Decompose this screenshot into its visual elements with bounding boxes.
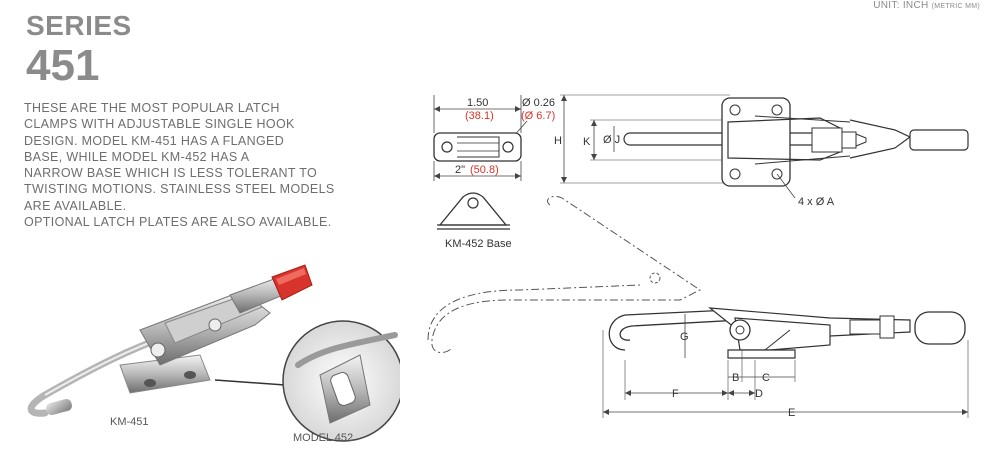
dim-d: D xyxy=(755,388,763,400)
km452-base-label: KM-452 Base xyxy=(445,238,512,250)
dim-spacing-in: 2" xyxy=(455,164,465,176)
holes-label: 4 x Ø A xyxy=(798,196,835,208)
description-line: BASE, WHILE MODEL KM-452 HAS A xyxy=(24,149,250,164)
series-label: SERIES xyxy=(26,10,132,41)
side-view-drawing: G B C F D E xyxy=(427,195,969,419)
description-line: OPTIONAL LATCH PLATES ARE ALSO AVAILABLE… xyxy=(24,215,332,230)
dim-hole-mm: (Ø 6.7) xyxy=(521,110,555,122)
dim-b: B xyxy=(732,372,739,384)
km452-base-shape xyxy=(438,192,508,226)
dim-spacing-mm: (50.8) xyxy=(470,164,499,176)
unit-note: UNIT: INCH (METRIC MM) xyxy=(873,0,980,11)
description-line: THESE ARE THE MOST POPULAR LATCH xyxy=(24,101,280,115)
description-line: DESIGN. MODEL KM-451 HAS A FLANGED xyxy=(24,133,285,148)
photo-label-km451: KM-451 xyxy=(110,416,149,428)
dim-e: E xyxy=(788,407,795,419)
dim-k: K xyxy=(583,136,591,148)
dim-h: H xyxy=(554,135,562,147)
description-line: NARROW BASE WHICH IS LESS TOLERANT TO xyxy=(24,166,318,181)
description-line: TWISTING MOTIONS. STAINLESS STEEL MODELS xyxy=(24,182,335,197)
dim-c: C xyxy=(762,372,770,384)
dim-width-in: 1.50 xyxy=(467,97,488,109)
dim-width-mm: (38.1) xyxy=(465,110,494,122)
description: THESE ARE THE MOST POPULAR LATCH CLAMPS … xyxy=(24,100,354,230)
top-grip xyxy=(909,129,969,151)
dim-j: Ø J xyxy=(603,134,620,146)
dim-hole-in: Ø 0.26 xyxy=(522,97,555,109)
top-view-drawing: H K Ø J 4 x Ø A xyxy=(554,94,969,208)
photo-label-model452: MODEL 452 xyxy=(293,432,354,444)
dim-g: G xyxy=(680,331,689,343)
phantom-hook xyxy=(431,195,701,353)
product-photo xyxy=(27,264,400,442)
side-grip xyxy=(914,311,966,345)
description-line: CLAMPS WITH ADJUSTABLE SINGLE HOOK xyxy=(24,117,295,132)
series-number: 451 xyxy=(26,41,100,90)
description-line: ARE AVAILABLE. xyxy=(24,198,127,213)
base-drawing: 1.50 (38.1) Ø 0.26 (Ø 6.7) 2" (50.8) KM-… xyxy=(433,95,555,250)
dim-f: F xyxy=(672,388,679,400)
